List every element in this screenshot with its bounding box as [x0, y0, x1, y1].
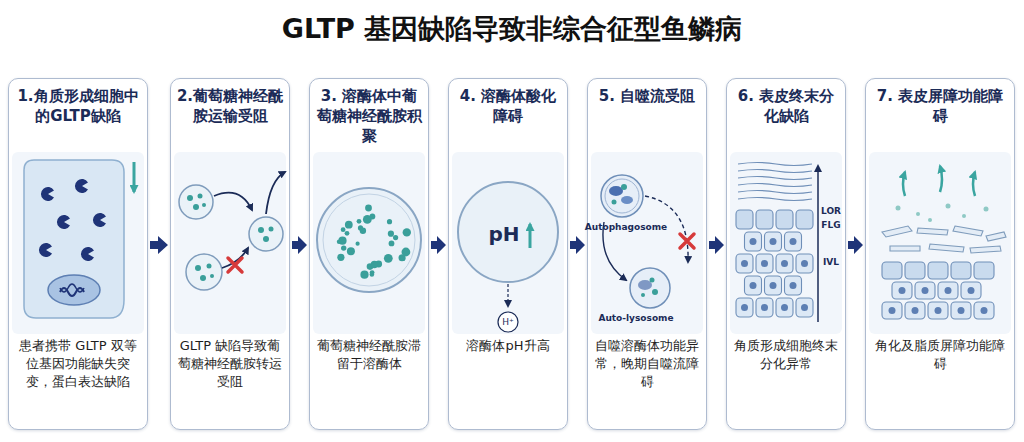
step-panel: 7. 表皮屏障功能障碍角化及脂质屏障功能障碍 [865, 78, 1015, 430]
flow-arrow [292, 236, 307, 254]
step-description: 角质形成细胞终末分化异常 [733, 337, 839, 373]
flow-arrow [709, 236, 724, 254]
flow-arrow [848, 236, 863, 254]
figure-label: Auto-lysosome [598, 313, 673, 323]
step-panel: 6. 表皮终末分化缺陷角质形成细胞终末分化异常 [726, 78, 846, 430]
step-heading: 2.葡萄糖神经酰胺运输受阻 [175, 86, 285, 126]
step-panel: 1.角质形成细胞中的GLTP缺陷患者携带 GLTP 双等位基因功能缺失突变，蛋白… [8, 78, 148, 430]
figure-label: pH [488, 222, 519, 246]
step-heading: 6. 表皮终末分化缺陷 [731, 86, 841, 126]
step-description: GLTP 缺陷导致葡萄糖神经酰胺转运受阻 [177, 337, 283, 391]
figure-label: IVL [823, 257, 839, 267]
step-panel: 5. 自噬流受阻自噬溶酶体功能异常，晚期自噬流障碍 [587, 78, 707, 430]
step-panel: 4. 溶酶体酸化障碍溶酶体pH升高 [448, 78, 568, 430]
step-description: 溶酶体pH升高 [455, 337, 561, 355]
step-heading: 1.角质形成细胞中的GLTP缺陷 [13, 86, 143, 126]
step-heading: 7. 表皮屏障功能障碍 [870, 86, 1010, 126]
step-description: 角化及脂质屏障功能障碍 [872, 337, 1008, 373]
step-panel: 3. 溶酶体中葡萄糖神经酰胺积聚葡萄糖神经酰胺滞留于溶酶体 [309, 78, 429, 430]
figure-label: H⁺ [502, 317, 514, 327]
flow-arrow [150, 236, 168, 254]
step-heading: 4. 溶酶体酸化障碍 [453, 86, 563, 126]
flow-arrow [570, 236, 585, 254]
step-heading: 3. 溶酶体中葡萄糖神经酰胺积聚 [314, 86, 424, 146]
figure-label: FLG [821, 220, 840, 230]
step-heading: 5. 自噬流受阻 [592, 86, 702, 106]
diagram-title: GLTP 基因缺陷导致非综合征型鱼鳞病 [0, 12, 1024, 46]
figure-label: LOR [821, 206, 841, 216]
figure-label: Autophagosome [585, 222, 667, 232]
step-panel: 2.葡萄糖神经酰胺运输受阻 GLTP 缺陷导致葡萄糖神经酰胺转运受阻 [170, 78, 290, 430]
step-description: 患者携带 GLTP 双等位基因功能缺失突变，蛋白表达缺陷 [15, 337, 141, 391]
step-description: 葡萄糖神经酰胺滞留于溶酶体 [316, 337, 422, 373]
step-description: 自噬溶酶体功能异常，晚期自噬流障碍 [594, 337, 700, 391]
flow-arrow [431, 236, 446, 254]
